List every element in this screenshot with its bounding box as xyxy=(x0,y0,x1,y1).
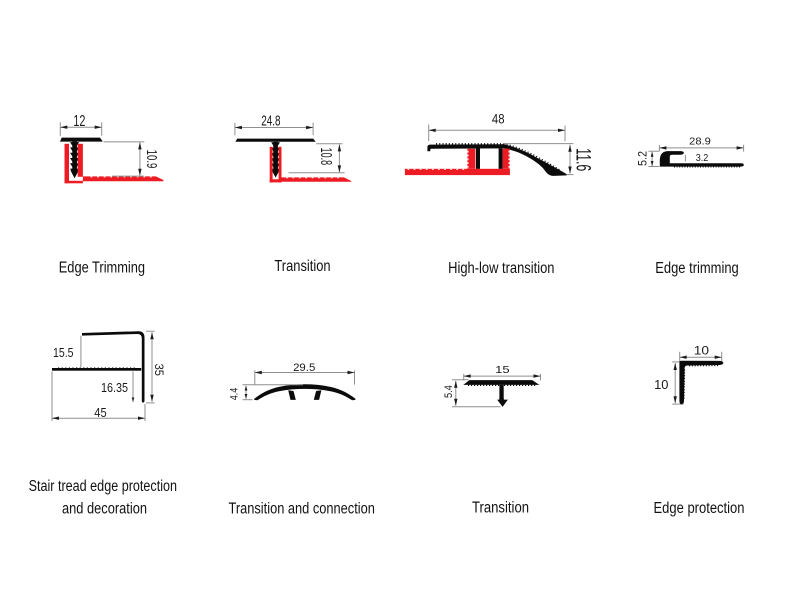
svg-text:3.2: 3.2 xyxy=(696,153,709,164)
svg-text:Transition and connection: Transition and connection xyxy=(229,500,375,517)
svg-text:15.5: 15.5 xyxy=(53,346,74,360)
svg-text:4.4: 4.4 xyxy=(228,388,240,401)
svg-text:15: 15 xyxy=(495,365,510,376)
svg-text:16.35: 16.35 xyxy=(101,381,128,395)
svg-text:Stair tread edge protection: Stair tread edge protection xyxy=(29,478,177,495)
svg-text:High-low transition: High-low transition xyxy=(448,260,554,277)
svg-text:Edge protection: Edge protection xyxy=(654,500,745,517)
svg-text:28.9: 28.9 xyxy=(689,136,711,147)
svg-text:Transition: Transition xyxy=(274,258,330,275)
svg-text:29.5: 29.5 xyxy=(293,362,315,374)
svg-text:5.2: 5.2 xyxy=(636,151,650,166)
svg-text:and decoration: and decoration xyxy=(62,500,147,517)
svg-text:10.9: 10.9 xyxy=(143,150,160,169)
svg-text:10.8: 10.8 xyxy=(317,148,334,166)
svg-text:Transition: Transition xyxy=(472,499,529,516)
svg-text:Edge Trimming: Edge Trimming xyxy=(59,259,145,276)
svg-text:12: 12 xyxy=(73,113,85,130)
svg-text:Edge trimming: Edge trimming xyxy=(655,260,739,277)
svg-text:45: 45 xyxy=(94,406,106,420)
svg-text:5.4: 5.4 xyxy=(443,385,455,398)
svg-text:10: 10 xyxy=(694,344,709,358)
svg-text:24.8: 24.8 xyxy=(261,113,280,129)
svg-text:10: 10 xyxy=(654,377,668,392)
svg-text:35: 35 xyxy=(152,364,165,376)
svg-text:11.6: 11.6 xyxy=(571,148,594,171)
svg-text:48: 48 xyxy=(492,110,505,126)
